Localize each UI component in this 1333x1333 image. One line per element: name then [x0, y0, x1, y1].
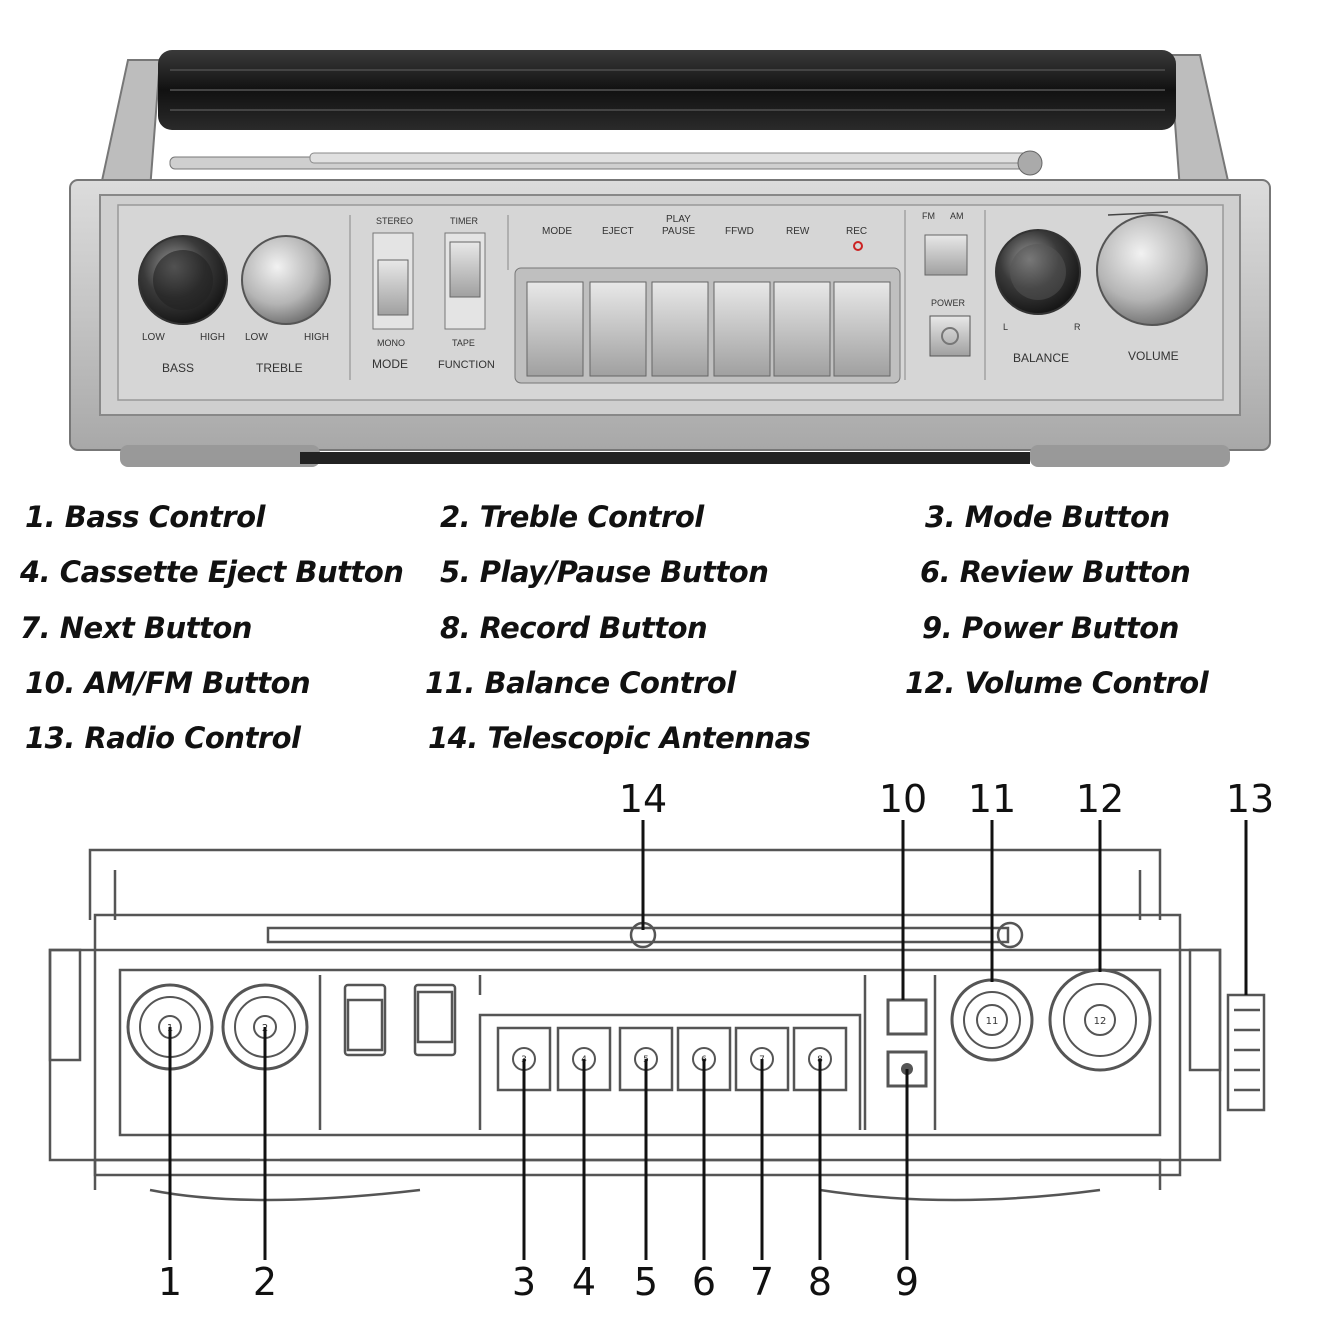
function-label: FUNCTION [438, 359, 495, 371]
eject-key[interactable] [589, 281, 647, 377]
balance-knob[interactable] [995, 229, 1081, 315]
play-pause-key[interactable] [651, 281, 709, 377]
callout-14: 14 [619, 777, 667, 821]
callout-7: 7 [750, 1260, 774, 1304]
callout-12: 12 [1076, 777, 1124, 821]
legend-item-10: 10. AM/FM Button [25, 666, 311, 700]
mono-label: MONO [377, 338, 405, 348]
tape-label: TAPE [452, 338, 475, 348]
balance-l-label: L [1003, 322, 1008, 332]
diagram-am-fm [886, 998, 928, 1036]
bass-low-label: LOW [142, 332, 165, 343]
btn-rec-label: REC [846, 226, 867, 237]
balance-r-label: R [1074, 322, 1081, 332]
legend-item-13: 13. Radio Control [25, 721, 301, 755]
legend-item-3: 3. Mode Button [925, 500, 1170, 534]
btn-ffwd-label: FFWD [725, 226, 754, 237]
btn-rew-label: REW [786, 226, 810, 237]
balance-label: BALANCE [1013, 351, 1069, 365]
ffwd-key[interactable] [713, 281, 771, 377]
callout-5: 5 [634, 1260, 658, 1304]
legend-item-9: 9. Power Button [922, 611, 1179, 645]
treble-knob[interactable] [241, 235, 331, 325]
rec-dot [853, 241, 863, 251]
callout-6: 6 [692, 1260, 716, 1304]
bass-label: BASS [162, 361, 194, 375]
power-label: POWER [931, 298, 966, 308]
boombox-photo: LOW HIGH LOW HIGH BASS TREBLE STEREO MON… [69, 50, 1271, 467]
handle-brackets [98, 54, 1232, 191]
fm-label: FM [922, 211, 935, 221]
treble-low-label: LOW [245, 332, 268, 343]
legend-item-12: 12. Volume Control [905, 666, 1209, 700]
diagram-knob-11: 11 [950, 978, 1034, 1062]
callout-1: 1 [158, 1260, 182, 1304]
rec-key[interactable] [833, 281, 891, 377]
btn-eject-label: EJECT [602, 226, 634, 237]
legend-item-8: 8. Record Button [440, 611, 708, 645]
legend-item-11: 11. Balance Control [425, 666, 736, 700]
legend-item-6: 6. Review Button [920, 555, 1191, 589]
callout-9: 9 [895, 1260, 919, 1304]
legend-item-7: 7. Next Button [20, 611, 252, 645]
callout-13: 13 [1226, 777, 1274, 821]
rew-key[interactable] [773, 281, 831, 377]
bass-high-label: HIGH [200, 332, 225, 343]
timer-label: TIMER [450, 216, 478, 226]
legend-item-4: 4. Cassette Eject Button [20, 555, 404, 589]
btn-mode-label: MODE [542, 226, 572, 237]
legend-item-1: 1. Bass Control [25, 500, 265, 534]
volume-label: VOLUME [1128, 349, 1179, 363]
callout-4: 4 [572, 1260, 596, 1304]
legend-item-2: 2. Treble Control [440, 500, 704, 534]
line-diagram: 1 2 3 4 5 6 7 8 11 [48, 777, 1274, 1304]
bass-knob[interactable] [138, 235, 228, 325]
am-fm-switch[interactable] [924, 234, 968, 276]
callout-2: 2 [253, 1260, 277, 1304]
legend: 1. Bass Control 2. Treble Control 3. Mod… [0, 490, 1333, 770]
am-label: AM [950, 211, 964, 221]
btn-pause-label: PAUSE [662, 226, 695, 237]
mode-key[interactable] [526, 281, 584, 377]
power-button[interactable] [929, 315, 971, 357]
stereo-label: STEREO [376, 216, 413, 226]
treble-high-label: HIGH [304, 332, 329, 343]
legend-item-14: 14. Telescopic Antennas [428, 721, 811, 755]
callout-8: 8 [808, 1260, 832, 1304]
diagram-knob-12: 12 [1048, 968, 1152, 1072]
callout-10: 10 [879, 777, 927, 821]
volume-knob[interactable] [1096, 214, 1208, 326]
callout-11: 11 [968, 777, 1016, 821]
treble-label: TREBLE [256, 361, 303, 375]
diagram-knob-11-label: 11 [986, 1016, 999, 1027]
telescopic-antenna [169, 150, 1043, 176]
mode-slider-label: MODE [372, 357, 408, 371]
callout-3: 3 [512, 1260, 536, 1304]
diagram-knob-12-label: 12 [1094, 1016, 1107, 1027]
btn-play-label: PLAY [666, 214, 691, 225]
legend-item-5: 5. Play/Pause Button [440, 555, 769, 589]
